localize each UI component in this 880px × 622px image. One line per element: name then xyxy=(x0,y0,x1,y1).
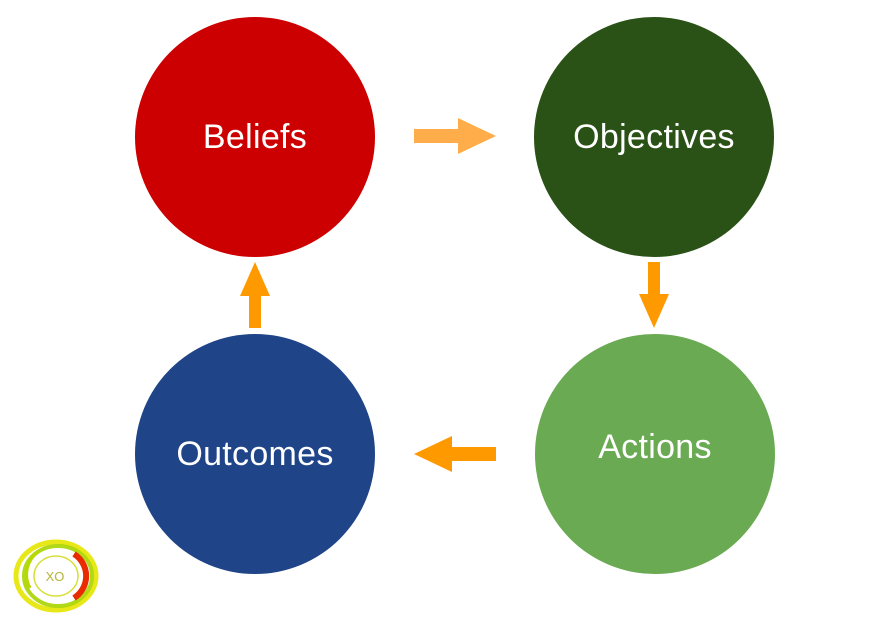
arrow-objectives-to-actions xyxy=(639,262,669,328)
node-outcomes: Outcomes xyxy=(135,334,375,574)
node-outcomes-label: Outcomes xyxy=(176,434,334,473)
node-actions-label: Actions xyxy=(598,427,712,466)
node-actions: Actions xyxy=(535,334,775,574)
logo-text: XO xyxy=(46,569,65,584)
node-beliefs: Beliefs xyxy=(135,17,375,257)
node-objectives: Objectives xyxy=(534,17,774,257)
xo-logo: XO xyxy=(13,539,99,613)
arrow-beliefs-to-objectives xyxy=(414,118,496,154)
arrow-outcomes-to-beliefs xyxy=(240,262,270,328)
node-objectives-label: Objectives xyxy=(573,117,735,156)
node-beliefs-label: Beliefs xyxy=(202,117,308,156)
arrow-actions-to-outcomes xyxy=(414,436,496,472)
